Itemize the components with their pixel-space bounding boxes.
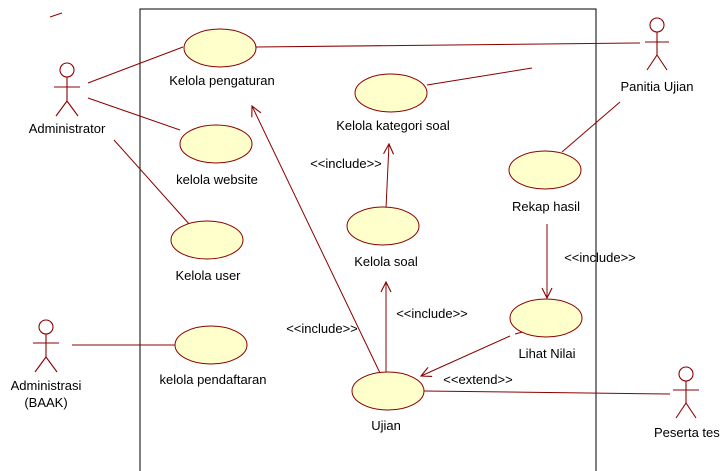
use-case-ujian[interactable]	[351, 371, 425, 411]
use-case-rekap-hasil[interactable]	[508, 150, 582, 190]
label-include-kategori: <<include>>	[310, 156, 382, 171]
system-boundary	[139, 8, 597, 471]
label-actor-panitia-ujian: Panitia Ujian	[621, 79, 694, 94]
actor-peserta-head-icon	[678, 366, 694, 382]
stray-mark	[49, 12, 63, 18]
label-actor-baak-line1: Administrasi	[11, 378, 82, 393]
include-arrow-soal-kategori	[386, 144, 389, 209]
label-kelola-website: kelola website	[176, 172, 258, 187]
label-rekap-hasil: Rekap hasil	[512, 199, 580, 214]
label-extend-ujian: <<extend>>	[443, 372, 512, 387]
actor-baak-head-icon	[38, 319, 54, 335]
actor-peserta-tes[interactable]	[673, 366, 699, 419]
use-case-kelola-website[interactable]	[179, 124, 253, 164]
label-actor-baak-line2: (BAAK)	[24, 395, 67, 410]
actor-administrasi-baak[interactable]	[33, 319, 59, 373]
label-include-soal: <<include>>	[396, 306, 468, 321]
assoc-panitia-rekap	[561, 101, 621, 153]
label-kelola-soal: Kelola soal	[354, 254, 418, 269]
assoc-admin-pengaturan	[87, 46, 184, 84]
assoc-ujian-peserta	[423, 390, 671, 395]
use-case-kelola-soal[interactable]	[346, 206, 420, 246]
label-kelola-user: Kelola user	[175, 268, 241, 283]
label-ujian: Ujian	[371, 418, 401, 433]
label-actor-peserta-tes: Peserta tes	[654, 425, 720, 440]
use-case-lihat-nilai[interactable]	[509, 298, 583, 338]
label-kelola-pengaturan: Kelola pengaturan	[169, 73, 275, 88]
extend-arrow-lihatnilai-ujian	[421, 335, 511, 376]
use-case-kelola-kategori-soal[interactable]	[354, 73, 428, 113]
assoc-kategori-panitia	[426, 67, 533, 86]
use-case-kelola-pendaftaran[interactable]	[174, 325, 248, 365]
use-case-kelola-user[interactable]	[170, 220, 244, 260]
actor-administrator[interactable]	[54, 62, 80, 117]
label-include-pengaturan: <<include>>	[286, 321, 358, 336]
label-lihat-nilai: Lihat Nilai	[518, 346, 575, 361]
assoc-admin-website	[87, 97, 181, 131]
label-kelola-kategori-soal: Kelola kategori soal	[336, 118, 450, 133]
include-arrow-ujian-pengaturan	[252, 106, 381, 374]
use-case-kelola-pengaturan[interactable]	[183, 28, 257, 68]
label-kelola-pendaftaran: kelola pendaftaran	[160, 372, 267, 387]
assoc-pengaturan-panitia	[255, 42, 641, 48]
assoc-admin-user	[113, 139, 191, 226]
actor-administrator-head-icon	[59, 62, 75, 78]
actor-panitia-ujian[interactable]	[645, 17, 669, 71]
actor-panitia-head-icon	[649, 17, 665, 33]
label-actor-administrator: Administrator	[29, 121, 106, 136]
label-include-rekap: <<include>>	[564, 250, 636, 265]
